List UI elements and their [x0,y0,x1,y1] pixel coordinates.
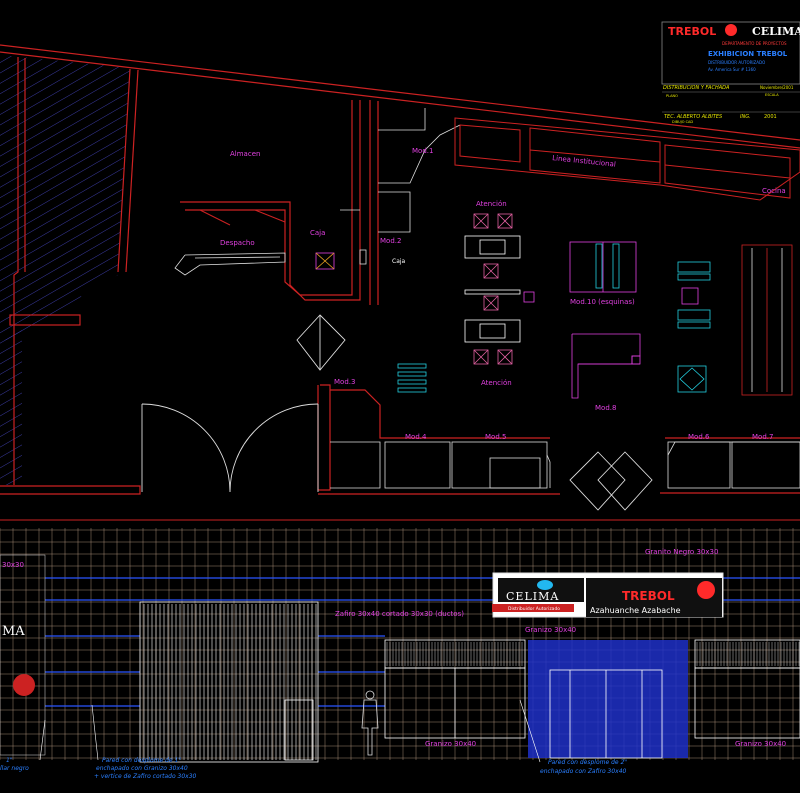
label-pared-left-1: Pared con desplome de 1" [102,757,181,764]
elevation: CELIMA Distribuidor Autorizado TREBOL Az… [0,519,800,780]
title-line2: EXHIBICION TREBOL [708,50,788,58]
trebol-logo-icon [725,24,737,36]
display-modules [330,441,800,489]
label-linea: Linea Institucional [552,154,616,169]
edge-celima-left: MA [2,624,25,639]
sheet-small: PLANO [666,94,678,98]
label-mod7: Mod.7 [752,433,773,441]
right-shelving [741,244,793,396]
label-pared-left-3: + vertice de Zafiro cortado 30x30 [94,773,197,780]
doors [141,314,653,511]
atencion-stations [464,213,535,365]
label-caja-left: Caja [310,229,325,237]
label-edge-left-1: 1" [6,757,13,764]
date-small: ESCALA [765,93,779,97]
leader-lines [39,699,541,763]
entrance-panel [528,640,688,758]
title-line1: DEPARTAMENTO DE PROYECTOS [722,41,787,46]
label-pared-left-2: enchapado con Granizo 30x40 [96,765,188,772]
left-wall [13,57,19,485]
brand-celima: CELIMA [752,25,800,38]
label-granito-negro: Granito Negro 30x30 [645,548,718,556]
label-almacen: Almacen [230,150,260,158]
drawn-by: TEC. ALBERTO ALBITES [664,114,723,120]
label-caja-right: Caja [392,258,406,265]
label-zafiro: Zafiro 30x40 cortado 30x30 (ductos) [335,610,464,618]
sign-celima-sub: Distribuidor Autorizado [508,606,560,612]
label-granizo-right: Granizo 30x40 [735,740,786,748]
window-slats [386,642,800,666]
sheet-number: 2001 [764,114,777,120]
legend-symbols [397,261,711,393]
sign-trebol: TREBOL [622,589,675,603]
label-mod8: Mod.8 [595,404,616,412]
label-edge-top-left: 30x30 [2,561,24,569]
label-mod1: Mod.1 [412,147,433,155]
sign-sub: Azahuanche Azabache [590,606,681,615]
label-mod6: Mod.6 [688,433,710,441]
date-label: Noviembre/2001 [760,85,794,90]
label-atencion-top: Atención [476,200,507,208]
label-granizo: Granizo 30x40 [525,626,576,634]
label-cocina: Cocina [762,187,786,195]
floor-plan [0,44,800,495]
sign-trebol-logo-icon [697,581,715,599]
hatched-zone-lower [0,330,22,485]
label-mod10: Mod.10 (esquinas) [570,298,635,306]
celima-logo-icon [537,580,553,590]
top-wall [0,44,800,141]
label-mod3: Mod.3 [334,378,355,386]
title-line4: Av. America Sur # 1360 [708,67,756,72]
caja-chair-icon [315,252,335,270]
despacho-rails [174,209,367,276]
sign-celima: CELIMA [506,590,559,603]
person-figure [361,690,379,756]
label-pared-right-2: enchapado con Zafiro 30x40 [540,768,627,775]
checked-small: DIBUJO CAD [672,120,693,124]
label-granizo-left: Granizo 30x40 [425,740,476,748]
storefront-windows [384,639,800,739]
sign-board: CELIMA Distribuidor Autorizado TREBOL Az… [492,572,724,618]
hatched-zone [0,55,130,340]
linea-institucional [454,117,800,201]
title-block: TREBOL CELIMA DEPARTAMENTO DE PROYECTOS … [661,21,800,124]
checked-label: ING. [740,114,751,120]
label-pared-right-1: Pared con desplome de 2" [548,759,627,766]
label-despacho: Despacho [220,239,255,247]
rolling-shutter [143,604,317,760]
title-line3: DISTRIBUIDOR AUTORIZADO [708,60,765,65]
sheet-label: DISTRIBUCION Y FACHADA [663,85,730,91]
mod10-display [569,241,637,293]
label-mod2: Mod.2 [380,237,401,245]
label-mod4: Mod.4 [405,433,427,441]
mod8-display [571,333,641,399]
left-trebol-logo-icon [13,674,35,696]
entrance-doors[interactable] [549,669,663,759]
label-atencion-bottom: Atención [481,379,512,387]
label-edge-left-2: llar negro [0,765,29,772]
label-mod5: Mod.5 [485,433,506,441]
brand-trebol: TREBOL [668,25,716,38]
